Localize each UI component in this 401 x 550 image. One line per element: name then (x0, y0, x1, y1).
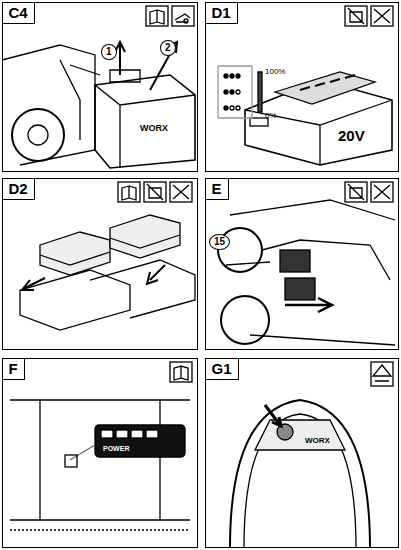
step-label: D2 (2, 178, 35, 200)
panel-frame: D2 (2, 178, 198, 350)
mower-grass-box (2, 42, 195, 168)
charge-level: 100% (265, 68, 285, 76)
panel-frame: C4 (2, 2, 198, 172)
panel-frame: F (2, 358, 198, 548)
battery-pack (218, 66, 392, 165)
panel-frame: G1 (205, 358, 399, 548)
charger-batteries (20, 215, 195, 330)
callout-number: 1 (101, 44, 117, 60)
panel-frame: E (205, 178, 399, 350)
brand-logo: WORX (305, 437, 330, 445)
handle-knob (230, 400, 370, 548)
callout-number: 15 (209, 234, 230, 250)
panel-text: POWER (103, 445, 129, 452)
mower-top-view (10, 400, 190, 530)
mower-battery-bay (218, 200, 395, 345)
step-label: G1 (205, 358, 239, 380)
step-label: E (205, 178, 229, 200)
step-label: F (2, 358, 25, 380)
charge-level: 0% (265, 112, 277, 120)
callout-number: 2 (160, 40, 176, 56)
step-label: C4 (2, 2, 35, 24)
step-label: D1 (205, 2, 238, 24)
battery-voltage: 20V (338, 128, 365, 143)
brand-logo: WORX (140, 124, 168, 133)
header-icons (118, 6, 393, 386)
panel-frame: D1 (205, 2, 399, 172)
